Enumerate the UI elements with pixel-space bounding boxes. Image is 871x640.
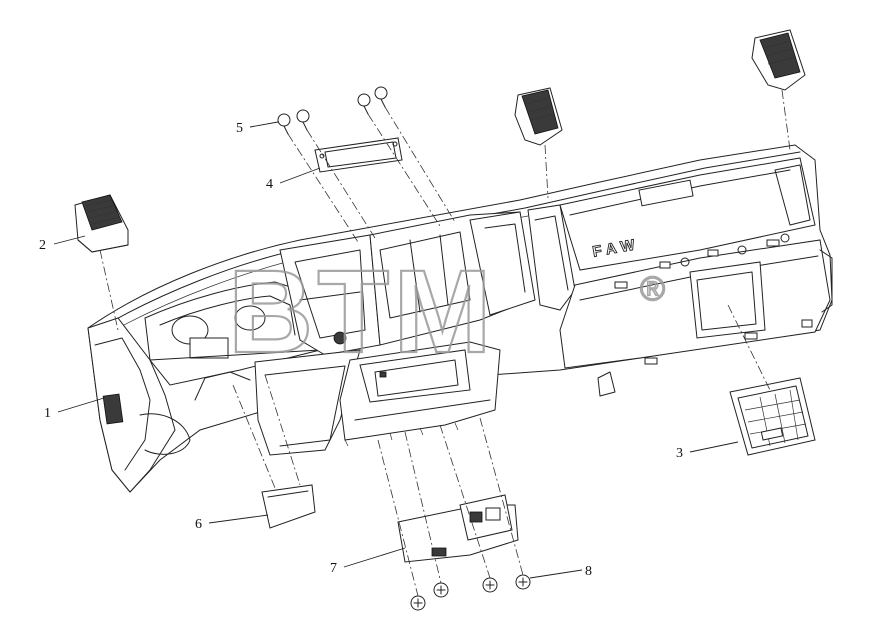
center-mounting-bracket — [314, 137, 403, 173]
callout-label: 3 — [676, 446, 683, 461]
panel-screws-top — [277, 86, 388, 135]
callout-4: 4 — [266, 167, 321, 192]
right-air-vent — [751, 29, 806, 91]
instrument-panel-body: FAW — [87, 144, 833, 493]
callout-label: 1 — [44, 406, 51, 421]
left-air-vent — [74, 194, 129, 253]
callout-label: 6 — [195, 517, 202, 532]
callout-label: 7 — [330, 561, 337, 576]
callout-label: 4 — [266, 177, 273, 192]
callout-7: 7 — [330, 547, 406, 576]
watermark-text: BTM — [228, 246, 496, 378]
callout-label: 8 — [585, 564, 592, 579]
callout-6: 6 — [195, 514, 269, 532]
assembly-center-lines — [99, 89, 791, 597]
callout-label: 5 — [236, 121, 243, 136]
callout-2: 2 — [39, 235, 86, 253]
callout-label: 2 — [39, 238, 46, 253]
glovebox-cover-panel — [729, 377, 816, 456]
watermark: BTM ® — [227, 245, 666, 379]
callout-5: 5 — [236, 121, 279, 136]
callout-1: 1 — [44, 397, 105, 421]
panel-screws-bottom — [410, 574, 531, 611]
watermark-registered-mark: ® — [640, 270, 665, 308]
callout-3: 3 — [676, 441, 739, 461]
lower-switch-panel — [397, 494, 519, 563]
center-air-vent — [514, 87, 563, 146]
lower-trim-plate — [261, 484, 316, 529]
callout-8: 8 — [529, 564, 592, 579]
